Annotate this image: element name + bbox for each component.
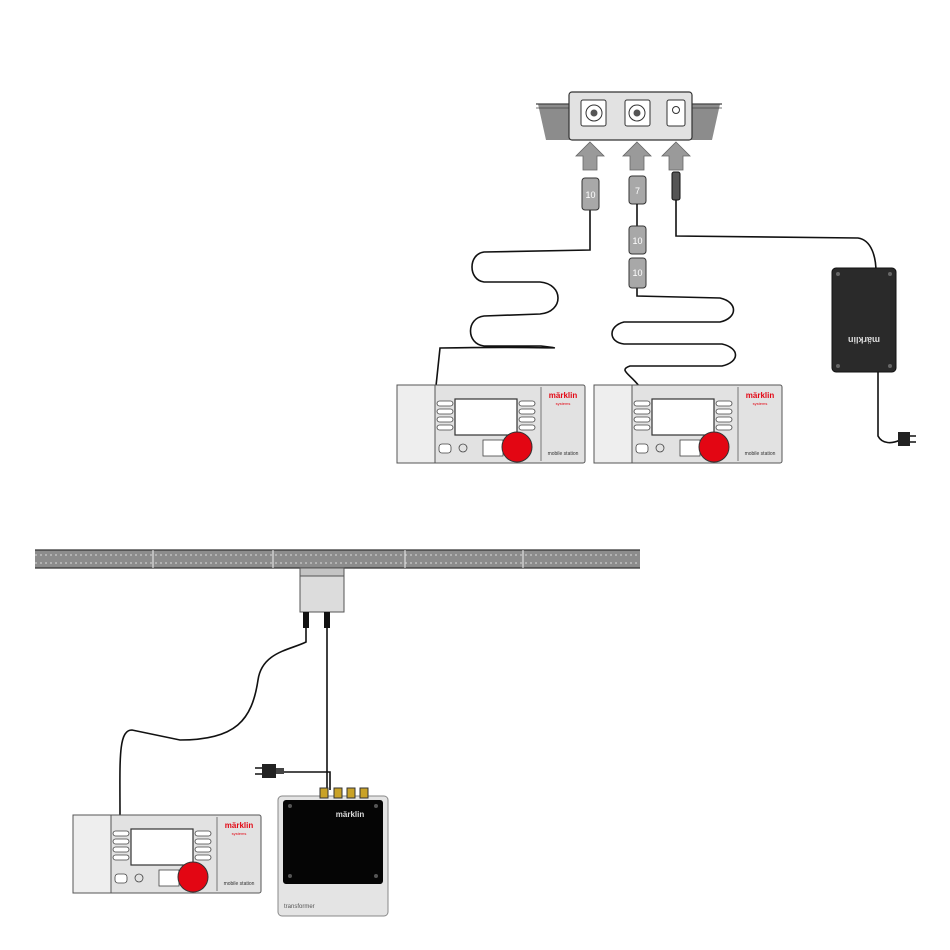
device-label: mobile station (745, 451, 776, 457)
brand-logo: märklin (549, 391, 578, 400)
brand-sublabel: systems (556, 401, 571, 406)
brand-logo: märklin (848, 335, 880, 345)
brand-sublabel: systems (753, 401, 768, 406)
mobile-station-1: märklin systems mobile station (397, 385, 585, 463)
plug-label: 10 (585, 190, 595, 200)
top-track-section (536, 92, 722, 140)
plug-label: 10 (632, 268, 642, 278)
brand-sublabel: systems (232, 831, 247, 836)
bottom-cables (120, 628, 330, 816)
mains-plug (255, 764, 284, 778)
transformer: märklin transformer (278, 788, 388, 916)
bottom-track (35, 550, 640, 568)
brand-logo: märklin (336, 810, 365, 819)
mobile-station-2: märklin systems mobile station (594, 385, 782, 463)
plug-label: 7 (635, 186, 640, 196)
arrow-up-icon (623, 142, 651, 170)
device-label: mobile station (548, 451, 579, 457)
brand-logo: märklin (225, 821, 254, 830)
plug-label: 10 (632, 236, 642, 246)
connection-arrows (576, 142, 690, 170)
top-plugs: 10 7 10 10 (582, 172, 680, 288)
feeder-box (300, 568, 344, 628)
arrow-up-icon (576, 142, 604, 170)
mobile-station-3: märklin systems mobile station (73, 815, 261, 893)
power-supply: märklin (832, 268, 916, 446)
device-label: mobile station (224, 881, 255, 887)
brand-logo: märklin (746, 391, 775, 400)
arrow-up-icon (662, 142, 690, 170)
device-label: transformer (284, 904, 315, 910)
